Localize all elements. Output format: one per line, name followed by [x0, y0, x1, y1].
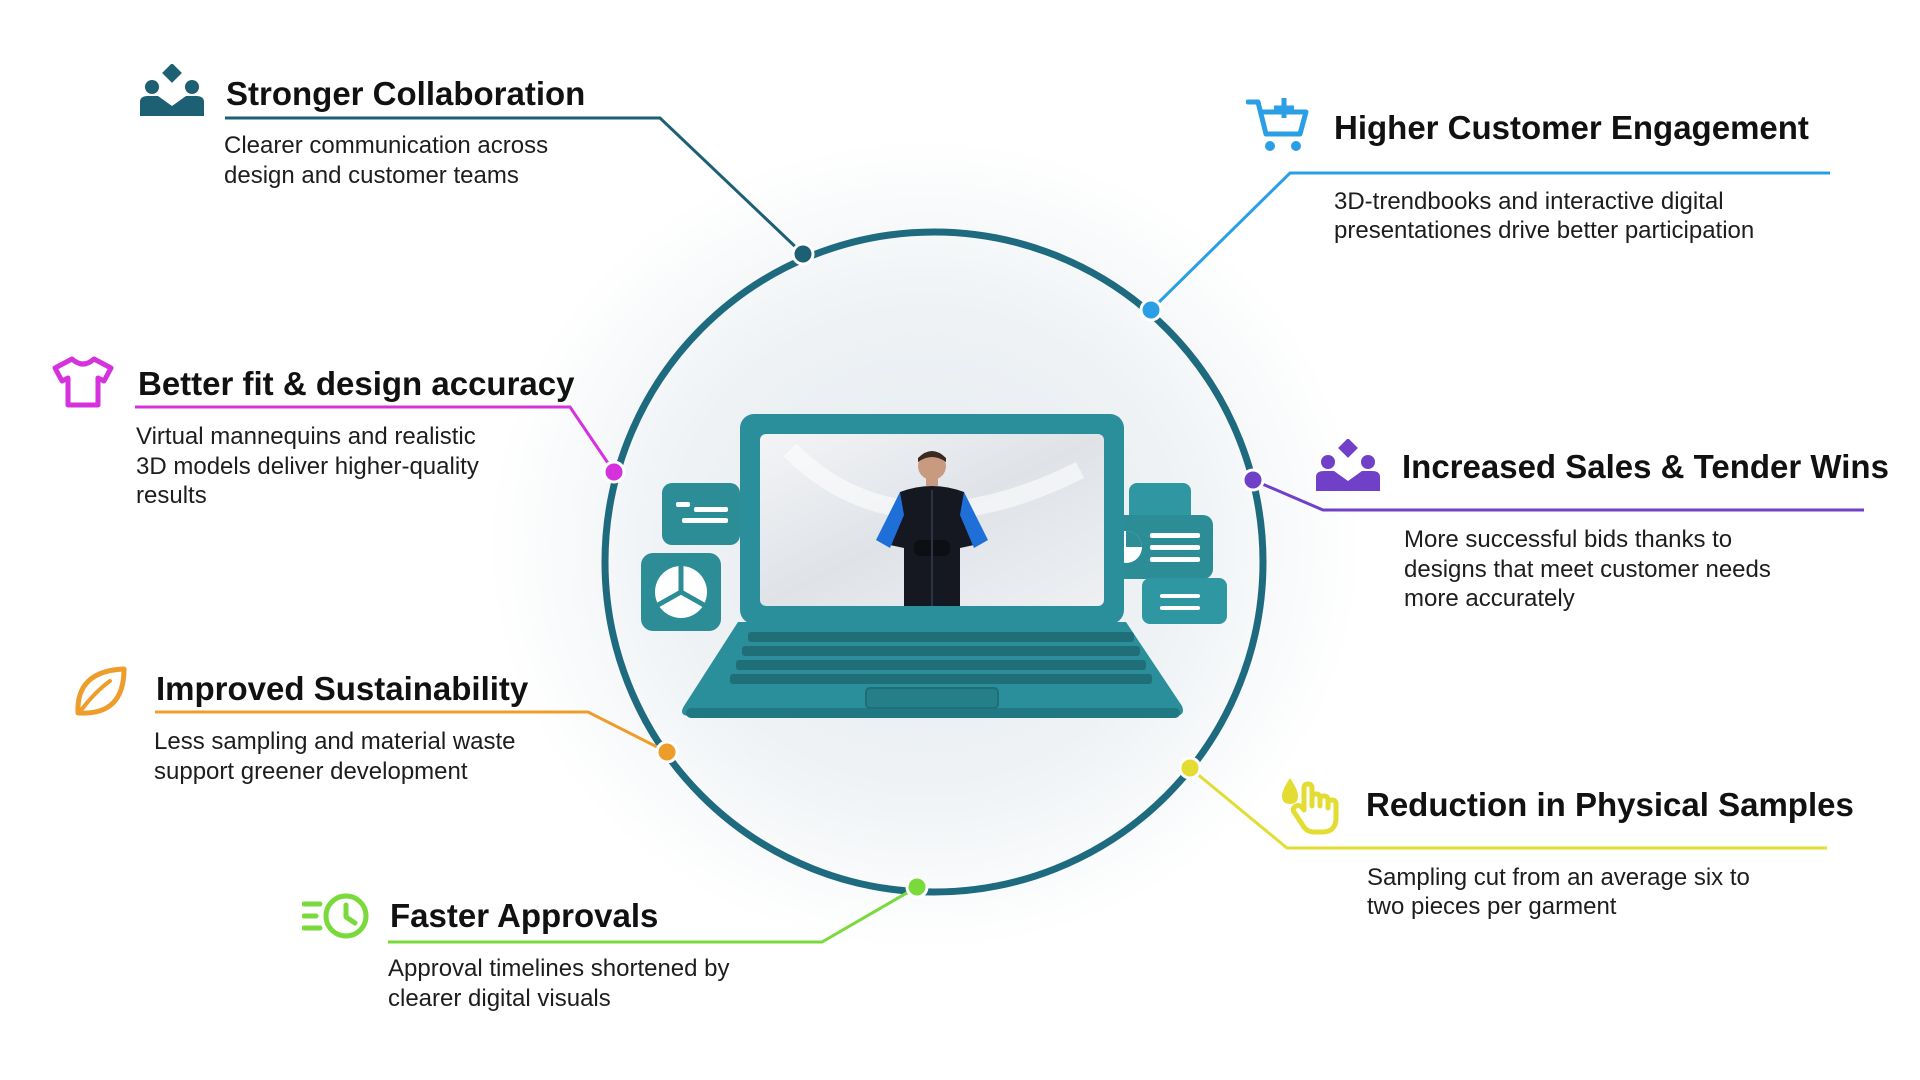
fast-clock-icon [302, 893, 369, 939]
samples-desc-line-2: two pieces per garment [1367, 893, 1617, 920]
fit-desc-line-2: 3D models deliver higher-quality [136, 453, 479, 480]
sales-connector [1252, 478, 1864, 512]
collaboration-desc-line-1: Clearer communication across [224, 132, 549, 159]
approvals-dot [905, 875, 929, 899]
fit-dot [602, 460, 626, 484]
sustainability-desc-line-1: Less sampling and material waste [154, 728, 516, 755]
engagement-desc-line-1: 3D-trendbooks and interactive digital [1334, 188, 1724, 215]
side-card-back-right [1129, 483, 1191, 523]
collaboration-connector [225, 116, 805, 256]
approvals-desc-line-1: Approval timelines shortened by [388, 955, 730, 982]
sales-title: Increased Sales & Tender Wins [1402, 448, 1889, 485]
engagement-dot [1139, 298, 1163, 322]
collaboration-dot [791, 242, 815, 266]
leaf-icon [75, 666, 127, 716]
sales-desc-line-1: More successful bids thanks to [1404, 526, 1733, 553]
cart-plus-icon [1246, 98, 1309, 151]
laptop-icon [641, 414, 1227, 718]
sustainability-dot [655, 740, 679, 764]
t-shirt-icon [52, 356, 114, 408]
fit-desc-line-1: Virtual mannequins and realistic [136, 423, 476, 450]
collaboration-desc-line-2: design and customer teams [224, 162, 519, 189]
side-card-lines-right [1142, 578, 1227, 624]
mannequin-figure [876, 451, 988, 606]
engagement-title: Higher Customer Engagement [1334, 109, 1809, 146]
samples-dot [1178, 756, 1202, 780]
approvals-connector [388, 885, 918, 944]
sales-desc-line-3: more accurately [1404, 585, 1575, 612]
sustainability-connector [155, 710, 668, 754]
approvals-title: Faster Approvals [390, 897, 659, 934]
laptop-keyboard [730, 632, 1152, 684]
side-card-list-left [662, 483, 740, 545]
engagement-connector [1149, 171, 1830, 312]
sales-dot [1241, 468, 1265, 492]
sustainability-title: Improved Sustainability [156, 670, 529, 707]
fit-desc-line-3: results [136, 482, 207, 509]
sales-desc-line-2: designs that meet customer needs [1404, 556, 1771, 583]
engagement-desc-line-2: presentationes drive better participatio… [1334, 217, 1755, 244]
hand-drop-icon [1282, 778, 1339, 835]
samples-desc-line-1: Sampling cut from an average six to [1367, 864, 1750, 891]
fit-title: Better fit & design accuracy [138, 365, 575, 402]
people-diamond-icon [1316, 439, 1380, 491]
people-diamond-icon [140, 64, 204, 116]
central-ring [601, 228, 1267, 896]
fit-connector [135, 405, 616, 473]
laptop-trackpad [865, 687, 999, 709]
sustainability-desc-line-2: support greener development [154, 758, 468, 785]
samples-connector [1189, 766, 1827, 850]
approvals-desc-line-2: clearer digital visuals [388, 985, 611, 1012]
collaboration-title: Stronger Collaboration [226, 75, 586, 112]
samples-title: Reduction in Physical Samples [1366, 786, 1854, 823]
